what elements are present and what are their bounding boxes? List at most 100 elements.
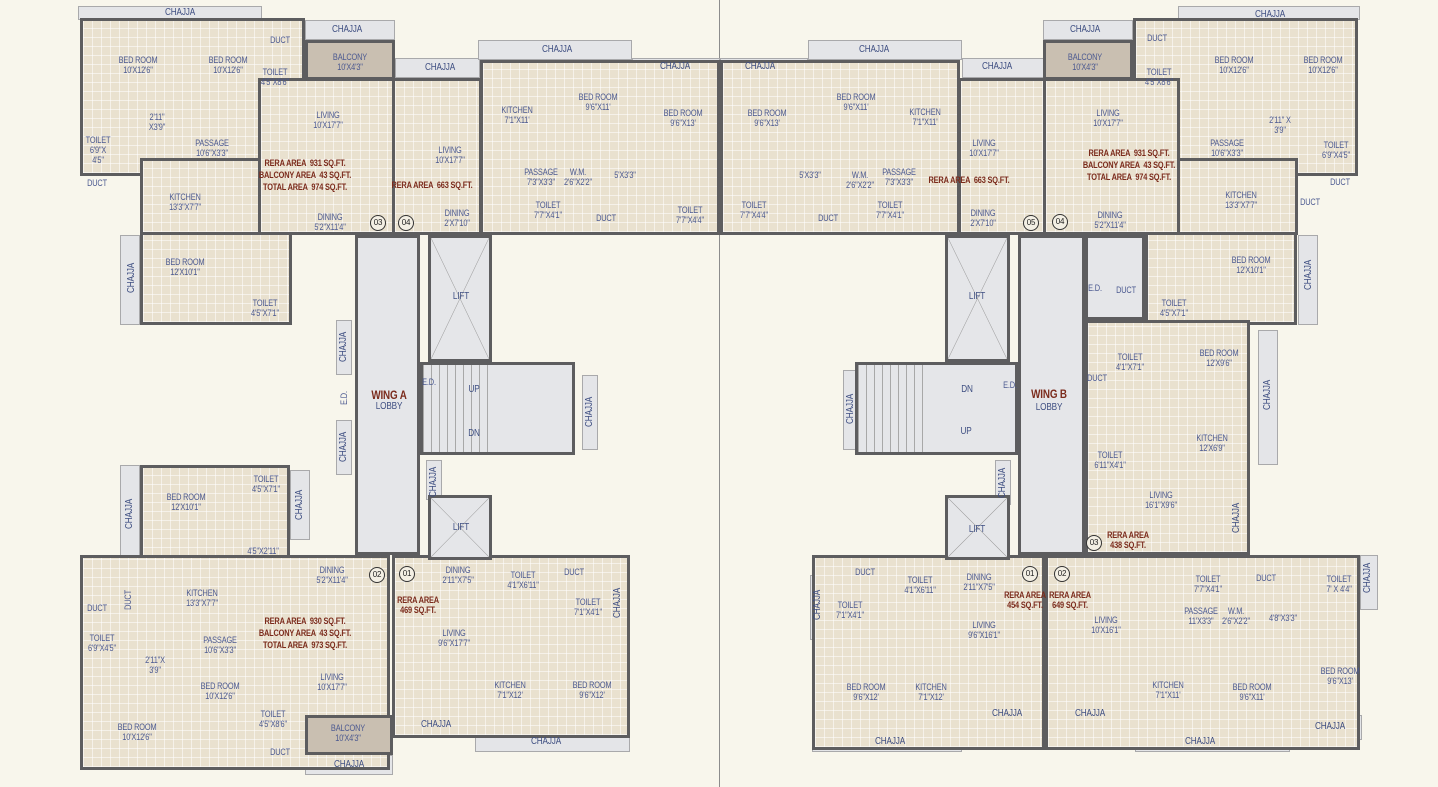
lobby-area	[355, 235, 420, 555]
chajja-label: CHAJJA	[1314, 721, 1346, 732]
lift-shaft	[945, 495, 1010, 560]
room-label: TOILET 4'1"X6'11"	[507, 570, 539, 590]
room-label: DUCT	[123, 590, 133, 610]
chajja-strip	[1258, 330, 1278, 465]
chajja-label: CHAJJA	[338, 331, 349, 363]
room-label: BED ROOM 10'X12'6"	[117, 722, 157, 742]
room-label: KITCHEN 7'1"X12'	[494, 680, 526, 700]
flat-number-badge: 01	[1022, 566, 1038, 582]
room-label: DUCT	[87, 178, 107, 188]
room-label: DUCT	[564, 567, 584, 577]
area-summary: BALCONY AREA 43 SQ.FT.	[258, 628, 352, 638]
room-label: DUCT	[1330, 177, 1350, 187]
chajja-label: CHAJJA	[1262, 379, 1273, 411]
chajja-label: CHAJJA	[1231, 502, 1242, 534]
flat-floor	[140, 232, 292, 325]
room-label: DUCT	[1147, 33, 1167, 43]
stair-down-label: DN	[468, 428, 480, 439]
room-label: TOILET 4'5"X7'1"	[252, 474, 280, 494]
chajja-strip	[478, 40, 632, 60]
chajja-strip	[1360, 555, 1378, 610]
chajja-label: CHAJJA	[874, 736, 906, 747]
chajja-strip	[120, 235, 140, 325]
room-label: LIVING 16'1"X9'6"	[1145, 490, 1177, 510]
electric-duct-label: E.D.	[1003, 380, 1017, 390]
room-label: LIVING 10'X16'1"	[1091, 615, 1121, 635]
room-label: TOILET 4'1"X7'1"	[1116, 352, 1144, 372]
staircase	[420, 362, 575, 455]
rera-area: RERA AREA 469 SQ.FT.	[397, 595, 439, 615]
flat-floor	[258, 78, 395, 235]
room-label: KITCHEN 7'1"X12'	[915, 682, 947, 702]
chajja-label: CHAJJA	[338, 431, 349, 463]
room-label: PASSAGE 7'3"X3'3"	[882, 167, 916, 187]
room-label: TOILET 6'9"X 4'5"	[85, 135, 111, 165]
chajja-label: CHAJJA	[1362, 562, 1373, 594]
room-label: KITCHEN 13'3"X7'7"	[186, 588, 218, 608]
flat-floor	[1043, 78, 1180, 235]
flat-number-badge: 04	[398, 215, 414, 231]
room-label: 2'11"X 3'9"	[145, 655, 165, 675]
room-label: W.M. 2'6"X2'2"	[564, 167, 592, 187]
lobby-label: LOBBY	[375, 401, 403, 412]
room-label: LIVING 9'6"X16'1"	[968, 620, 1000, 640]
lift-label: LIFT	[968, 291, 986, 302]
room-label: TOILET 4'5"X8'6"	[1145, 67, 1173, 87]
room-label: LIVING 10'X17'7"	[435, 145, 465, 165]
room-label: DUCT	[596, 213, 616, 223]
rera-area: RERA AREA 663 SQ.FT.	[391, 180, 473, 190]
room-label: KITCHEN 7'1"X11'	[501, 105, 533, 125]
room-label: DINING 2'X7'10"	[444, 208, 470, 228]
room-label: BALCONY 10'X4'3"	[332, 52, 368, 72]
area-summary: TOTAL AREA 974 SQ.FT.	[262, 182, 348, 192]
flat-floor	[720, 60, 960, 235]
room-label: PASSAGE 10'6"X3'3"	[195, 138, 229, 158]
flat-number-badge: 02	[1054, 566, 1070, 582]
flat-floor	[140, 465, 290, 560]
flat-floor	[812, 555, 1045, 750]
chajja-label: CHAJJA	[981, 61, 1013, 72]
room-label: DUCT	[1300, 197, 1320, 207]
room-label: BED ROOM 9'6"X11'	[1232, 682, 1272, 702]
chajja-strip	[395, 58, 480, 78]
room-label: DUCT	[1087, 373, 1107, 383]
room-label: 4'5"X2'11"	[247, 546, 279, 556]
room-label: DUCT	[1256, 573, 1276, 583]
room-label: BED ROOM 12'X10'1"	[166, 492, 206, 512]
room-label: TOILET 7'7"X4'1"	[876, 200, 904, 220]
room-label: TOILET 4'5"X8'6"	[261, 67, 289, 87]
room-label: 2'11" X 3'9"	[1269, 115, 1291, 135]
rera-area: RERA AREA 663 SQ.FT.	[928, 175, 1010, 185]
room-label: KITCHEN 13'3"X7'7"	[1225, 190, 1257, 210]
room-label: TOILET 7'7"X4'1"	[534, 200, 562, 220]
room-label: PASSAGE 10'6"X3'3"	[203, 635, 237, 655]
chajja-label: CHAJJA	[1254, 9, 1286, 20]
room-label: TOILET 7'7"X4'4"	[740, 200, 768, 220]
flat-floor	[1145, 232, 1297, 325]
rera-area: RERA AREA 649 SQ.FT.	[1049, 590, 1091, 610]
room-label: BED ROOM 9'6"X12'	[846, 682, 886, 702]
area-summary: BALCONY AREA 43 SQ.FT.	[258, 170, 352, 180]
wing-title: WING A	[371, 388, 407, 402]
room-label: DUCT	[270, 35, 290, 45]
balcony-area	[305, 715, 393, 755]
room-label: LIVING 10'X17'7"	[1093, 108, 1123, 128]
room-label: DUCT	[1116, 285, 1136, 295]
room-label: DINING 2'11"X7'5"	[442, 565, 474, 585]
chajja-label: CHAJJA	[991, 708, 1023, 719]
area-summary: BALCONY AREA 43 SQ.FT.	[1082, 160, 1176, 170]
lift-shaft	[428, 235, 492, 362]
room-label: BED ROOM 10'X12'6"	[118, 55, 158, 75]
chajja-label: CHAJJA	[424, 62, 456, 73]
chajja-label: CHAJJA	[659, 61, 691, 72]
flat-floor	[480, 60, 720, 235]
room-label: BED ROOM 12'X10'1"	[165, 257, 205, 277]
area-summary: RERA AREA 930 SQ.FT.	[264, 616, 346, 626]
chajja-label: CHAJJA	[1069, 24, 1101, 35]
room-label: BALCONY 10'X4'3"	[330, 723, 366, 743]
lift-label: LIFT	[968, 524, 986, 535]
duct-shaft	[1085, 235, 1145, 320]
flat-floor	[392, 78, 482, 235]
chajja-label: CHAJJA	[126, 262, 137, 294]
chajja-label: CHAJJA	[812, 589, 823, 621]
